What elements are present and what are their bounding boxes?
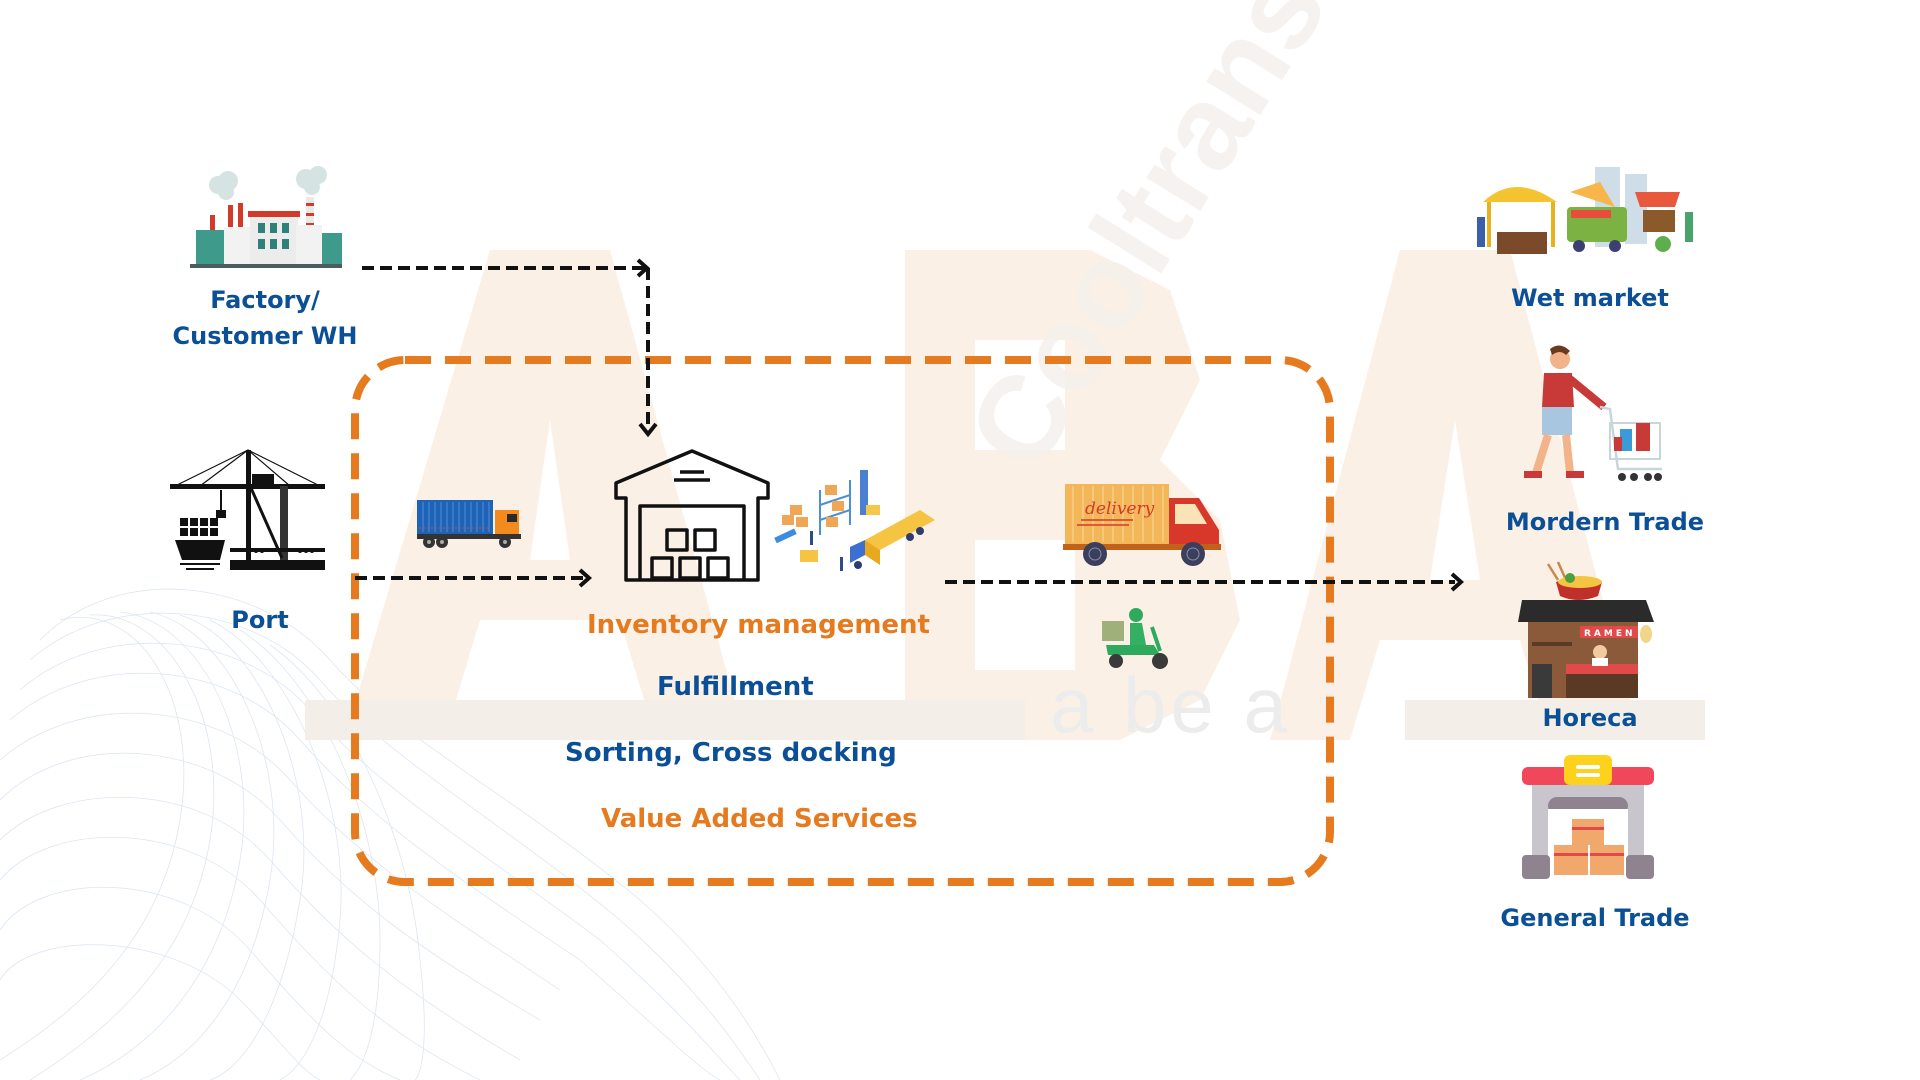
destination-wet-market: Wet market — [1511, 284, 1669, 312]
scooter-courier-icon — [1102, 608, 1168, 669]
arrowhead — [636, 258, 651, 278]
guilloche-pattern — [0, 588, 781, 1080]
arrowhead — [1450, 572, 1465, 592]
arrowhead — [578, 568, 593, 588]
service-value-added: Value Added Services — [601, 804, 918, 834]
truck-delivery-text: delivery — [1085, 499, 1155, 519]
factory-label-line1: Factory/ — [210, 286, 320, 314]
factory-icon — [190, 166, 342, 268]
destination-general-trade: General Trade — [1500, 904, 1690, 932]
flow-arrows — [355, 266, 1455, 584]
delivery-truck-icon: delivery — [1063, 484, 1221, 566]
warehouse-icon — [614, 449, 770, 582]
general-trade-store-icon — [1522, 755, 1654, 879]
horeca-ramen-shop-icon: RAMEN — [1518, 561, 1654, 698]
port-label: Port — [231, 606, 289, 634]
arrow-heads — [578, 258, 1465, 592]
destination-modern-trade: Mordern Trade — [1505, 508, 1705, 536]
horeca-sign-text: RAMEN — [1584, 629, 1636, 639]
hub-dashed-border — [351, 356, 1334, 886]
service-fulfillment: Fulfillment — [657, 672, 814, 702]
arrowhead — [638, 422, 658, 438]
wet-market-icon — [1477, 167, 1693, 254]
destination-horeca: Horeca — [1542, 704, 1638, 732]
service-sorting-cross-docking: Sorting, Cross docking — [565, 738, 897, 768]
warehouse-operations-icon — [774, 470, 935, 571]
factory-label: Factory/ Customer WH — [160, 282, 370, 354]
port-crane-icon — [170, 449, 325, 570]
factory-label-line2: Customer WH — [172, 322, 358, 350]
service-inventory-management: Inventory management — [587, 610, 930, 640]
container-truck-icon — [417, 500, 521, 548]
modern-trade-shopper-icon — [1524, 345, 1662, 481]
